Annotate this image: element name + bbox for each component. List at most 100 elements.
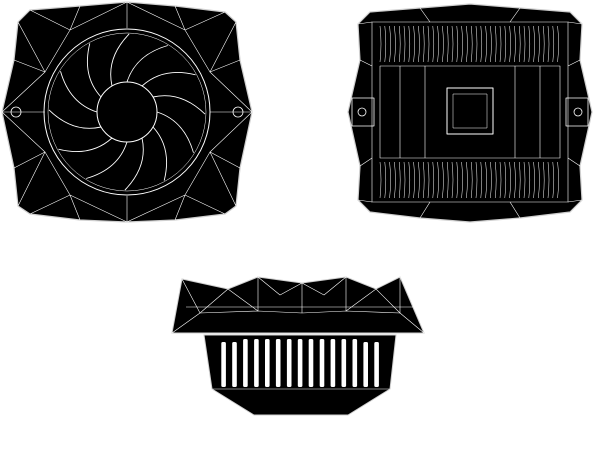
heatsink-fin: [384, 25, 387, 63]
heatsink-fin: [418, 25, 420, 63]
mount-bracket-left: [351, 97, 375, 127]
heatsink-fin: [557, 25, 559, 63]
heatsink-fin: [490, 161, 492, 199]
heatsink-fin: [408, 25, 411, 63]
fan-blade: [48, 109, 102, 129]
fan-blade: [86, 141, 128, 179]
heatsink-fin: [394, 25, 396, 63]
heatsink-fin: [466, 25, 468, 63]
cooler-top-view: [1, 1, 253, 223]
cooler-bottom-view: [347, 3, 593, 223]
heatsink-fin: [341, 339, 347, 387]
fan-blade: [141, 72, 196, 87]
fan-blade: [60, 71, 98, 113]
heatsink-fin: [533, 25, 535, 63]
heatsink-fin: [504, 161, 507, 199]
heatsink-fin: [514, 25, 516, 63]
heatsink-fin: [427, 161, 430, 199]
heatsink-fin: [538, 161, 540, 199]
fan-blade: [58, 137, 113, 152]
heatsink-fin: [509, 25, 511, 63]
heatsink-fin: [518, 161, 521, 199]
heatsink-fins-lower: [379, 161, 559, 199]
heatsink-fin: [494, 25, 497, 63]
heatsink-base: [446, 87, 494, 135]
heatsink-fin: [394, 161, 396, 199]
fan-blade: [124, 137, 144, 191]
fan-icon: [48, 33, 206, 191]
heatsink-fin: [221, 342, 226, 387]
heatsink-fin: [446, 161, 449, 199]
heatsink-fin: [542, 25, 545, 63]
heatsink-fin: [552, 161, 555, 199]
heatsink-fin: [518, 25, 521, 63]
heatsink-fin: [413, 161, 415, 199]
heatsink-fin: [509, 161, 511, 199]
heatsink-fin: [384, 161, 387, 199]
bottom-shroud-outline: [347, 3, 593, 223]
heatsink-fin: [499, 25, 502, 63]
bottom-frame: [357, 7, 583, 219]
heatsink-fin: [330, 339, 336, 387]
cooler-side-view: [171, 276, 425, 416]
heatsink-fin: [480, 161, 483, 199]
heatsink-fin: [533, 161, 535, 199]
heatsink-fin: [243, 339, 248, 387]
heatsink-fin: [528, 25, 531, 63]
heatsink-fin: [352, 339, 358, 387]
heatsink-fin: [542, 161, 545, 199]
heatsink-fin: [466, 161, 468, 199]
side-shroud-facets: [171, 276, 425, 334]
heatsink-fin: [379, 25, 382, 63]
fan-blade: [152, 126, 167, 181]
heatsink-fin: [547, 161, 550, 199]
heatsink-fin: [557, 161, 559, 199]
mount-bracket-right: [565, 97, 589, 127]
heatsink-fin: [490, 25, 492, 63]
heatsink-fin: [422, 161, 425, 199]
heatsink-fin: [470, 161, 473, 199]
heatsink-fin: [319, 339, 325, 387]
heatsink-fin: [446, 25, 449, 63]
heatsink-fins: [221, 339, 379, 387]
heatsink-fin: [437, 161, 439, 199]
fan-hub: [96, 81, 158, 143]
heatsink-fin: [308, 339, 314, 387]
heatsink-fin: [475, 25, 478, 63]
heatsink-fin: [379, 161, 382, 199]
heatsink-fin: [403, 161, 406, 199]
heatsink-fin: [398, 161, 401, 199]
heatsink-fin: [470, 25, 473, 63]
heatsink-fin: [456, 161, 459, 199]
heatsink-fin: [485, 161, 487, 199]
side-shroud-outline: [171, 276, 425, 334]
heatsink-fins-upper: [379, 25, 559, 63]
heatsink-fin: [475, 161, 478, 199]
heatsink-fin: [480, 25, 483, 63]
heatsink-fin: [437, 25, 439, 63]
heatsink-fin: [442, 25, 444, 63]
heatsink-fin: [442, 161, 444, 199]
shroud-facets: [1, 1, 253, 223]
heatsink-fin: [374, 342, 379, 387]
heatsink-fin: [456, 25, 459, 63]
fan-blade: [110, 33, 130, 87]
heatsink-fin: [432, 161, 435, 199]
heatsink-fin: [398, 25, 401, 63]
heatsink-fin: [265, 339, 270, 387]
heatsink-fin: [297, 339, 303, 387]
heatsink-fin: [494, 161, 497, 199]
heatsink-fin: [504, 25, 507, 63]
heatsink-fin: [451, 161, 454, 199]
mount-hole-right: [232, 106, 244, 118]
fan-blade: [126, 45, 168, 83]
heatsink-fin: [432, 25, 435, 63]
heatsink-fin: [552, 25, 555, 63]
heatsink-fin: [275, 339, 281, 387]
fan-blade: [156, 111, 194, 153]
heatsink-fin: [538, 25, 540, 63]
heatsink-fin: [461, 161, 463, 199]
heatsink-fin: [485, 25, 487, 63]
heatsink-fin: [427, 25, 430, 63]
